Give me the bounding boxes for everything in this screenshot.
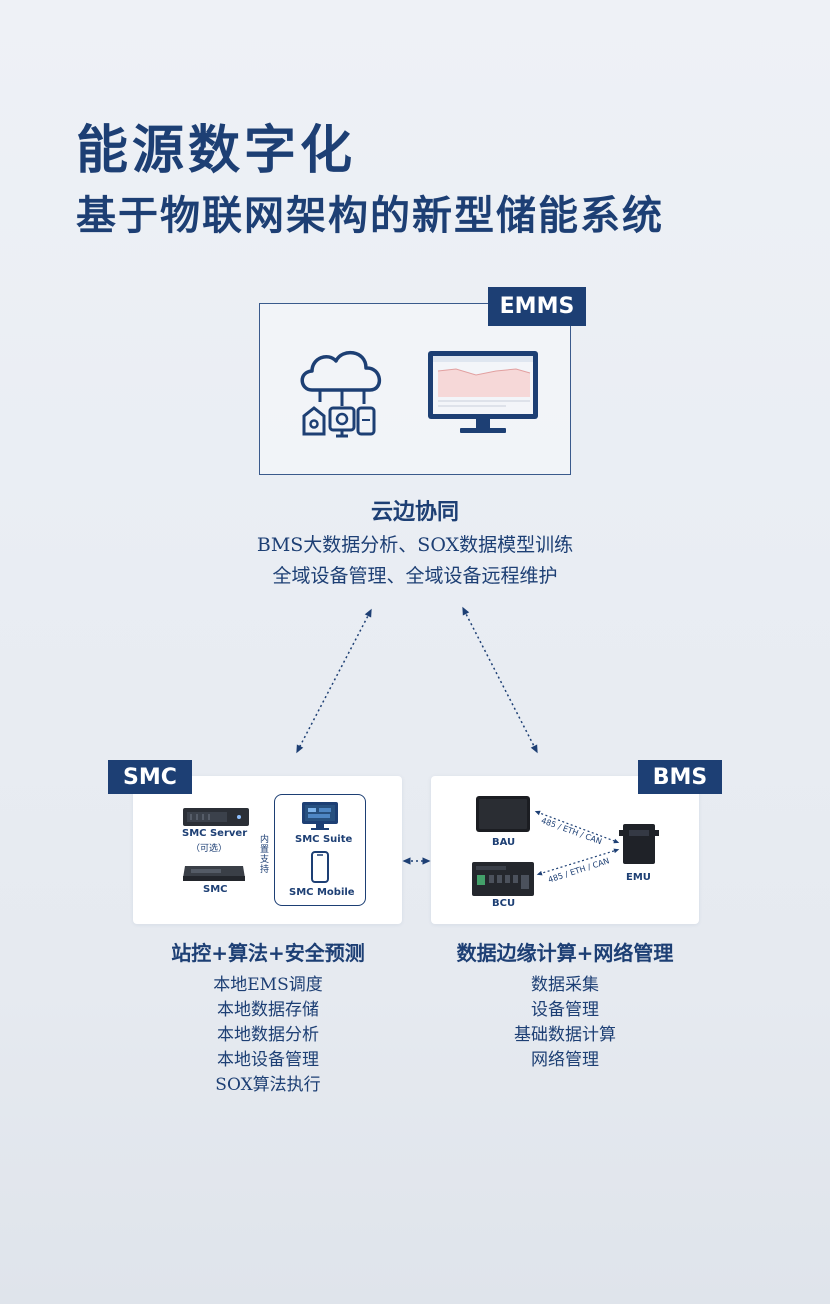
monitor-icon [428,351,538,433]
arrow-emms-bms [462,606,538,754]
link-bau-emu [534,810,620,844]
smc-card: SMC Server （可选） SMC 内置支持 SMC Suite SMC M… [133,776,402,924]
emms-line-1: BMS大数据分析、SOX数据模型训练 [256,534,574,556]
smc-label: SMC [203,884,228,895]
bms-item-3: 基础数据计算 [514,1025,616,1045]
smc-suite-panel: 内置支持 SMC Suite SMC Mobile [260,794,366,906]
builtin-support-label: 内置支持 [260,835,270,875]
cloud-devices-icon [300,351,381,438]
emms-line-2: 全域设备管理、全域设备远程维护 [272,565,558,587]
bcu-device-icon [472,862,534,896]
emms-tag: EMMS [488,287,586,326]
smc-server-label: SMC Server [182,828,248,839]
smc-suite-label: SMC Suite [295,834,353,845]
smc-tag: SMC [108,760,192,794]
bms-heading: 数据边缘计算+网络管理 [456,941,674,965]
bau-label: BAU [492,837,516,848]
smc-server-note: （可选） [191,844,228,854]
smc-item-3: 本地数据分析 [217,1025,319,1045]
bms-tag: BMS [638,760,722,794]
smc-device-icon [183,866,245,881]
bau-device-icon [476,796,530,832]
page-subtitle: 基于物联网架构的新型储能系统 [76,193,664,239]
server-rack-icon [183,808,249,826]
emms-heading: 云边协同 [370,500,459,525]
bms-item-1: 数据采集 [531,975,599,995]
smc-item-2: 本地数据存储 [217,1000,319,1020]
link-bcu-emu [536,848,620,876]
mobile-phone-icon [311,851,329,883]
smc-heading: 站控+算法+安全预测 [171,941,365,965]
bcu-label: BCU [492,898,516,909]
page-title: 能源数字化 [76,121,357,181]
smc-item-1: 本地EMS调度 [213,975,323,995]
bms-links [534,810,620,876]
emu-label: EMU [626,872,651,883]
smc-item-4: 本地设备管理 [217,1050,319,1070]
smc-item-5: SOX算法执行 [215,1075,321,1095]
desktop-icon [302,802,338,830]
emu-device-icon [619,824,659,864]
bms-card: BAU BCU EMU 485 / ETH / CAN 485 / ETH / … [431,776,699,924]
bms-item-2: 设备管理 [531,1000,599,1020]
smc-mobile-label: SMC Mobile [289,887,355,898]
emms-panel [259,303,571,475]
bms-item-4: 网络管理 [531,1050,599,1070]
arrow-emms-smc [296,608,372,754]
